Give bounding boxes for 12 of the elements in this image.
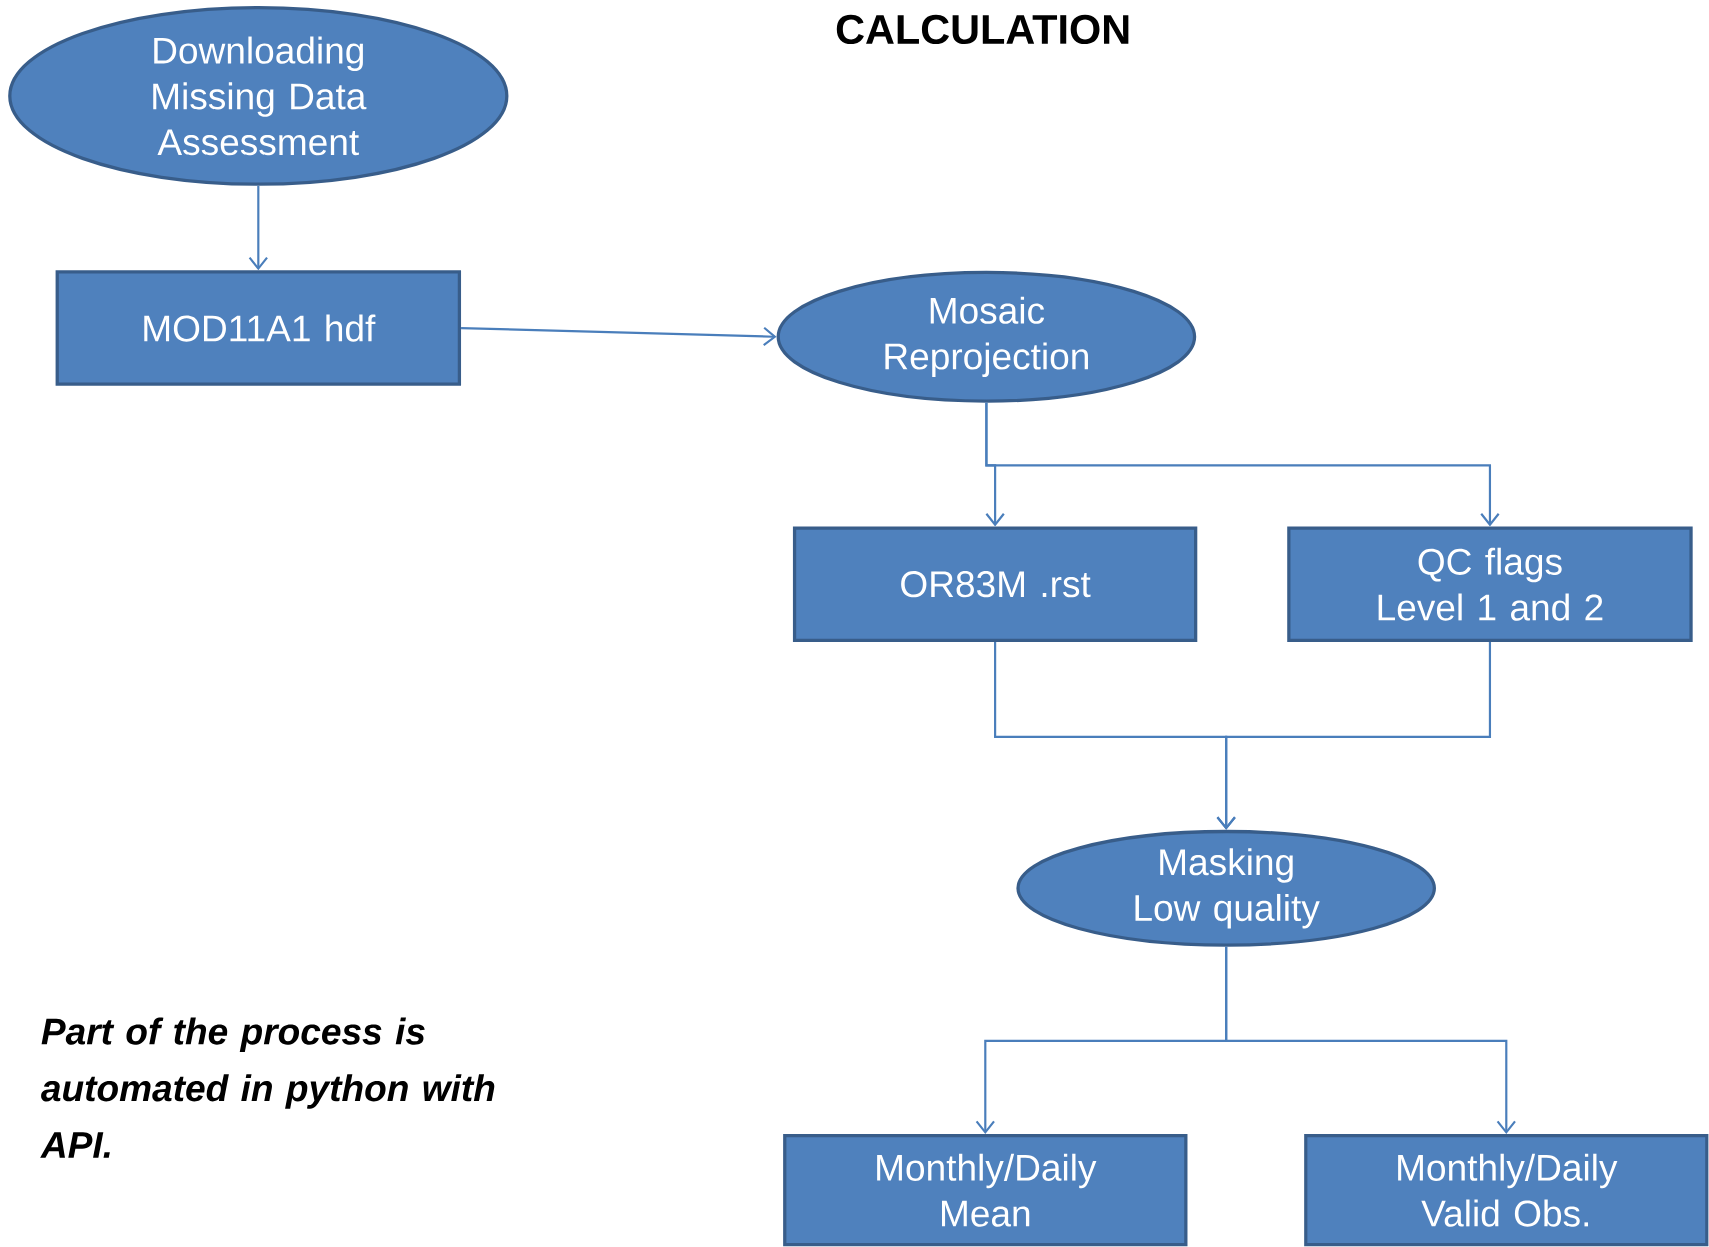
arrow bbox=[461, 326, 777, 347]
process-box: Monthly/Daily Valid Obs. bbox=[1304, 1134, 1709, 1247]
arrow bbox=[1216, 642, 1492, 830]
note: Part of the process is automated in python with API. bbox=[40, 1017, 495, 1158]
process-box: MOD11A1 hdf bbox=[55, 270, 462, 386]
process-box: Monthly/Daily Mean bbox=[783, 1134, 1188, 1247]
arrow bbox=[248, 185, 268, 271]
arrow bbox=[1225, 946, 1516, 1135]
process-box: QC flags Level 1 and 2 bbox=[1287, 526, 1693, 643]
process-box: OR83M .rst bbox=[792, 526, 1198, 643]
title: CALCULATION bbox=[836, 14, 1129, 45]
arrow bbox=[985, 402, 1500, 527]
